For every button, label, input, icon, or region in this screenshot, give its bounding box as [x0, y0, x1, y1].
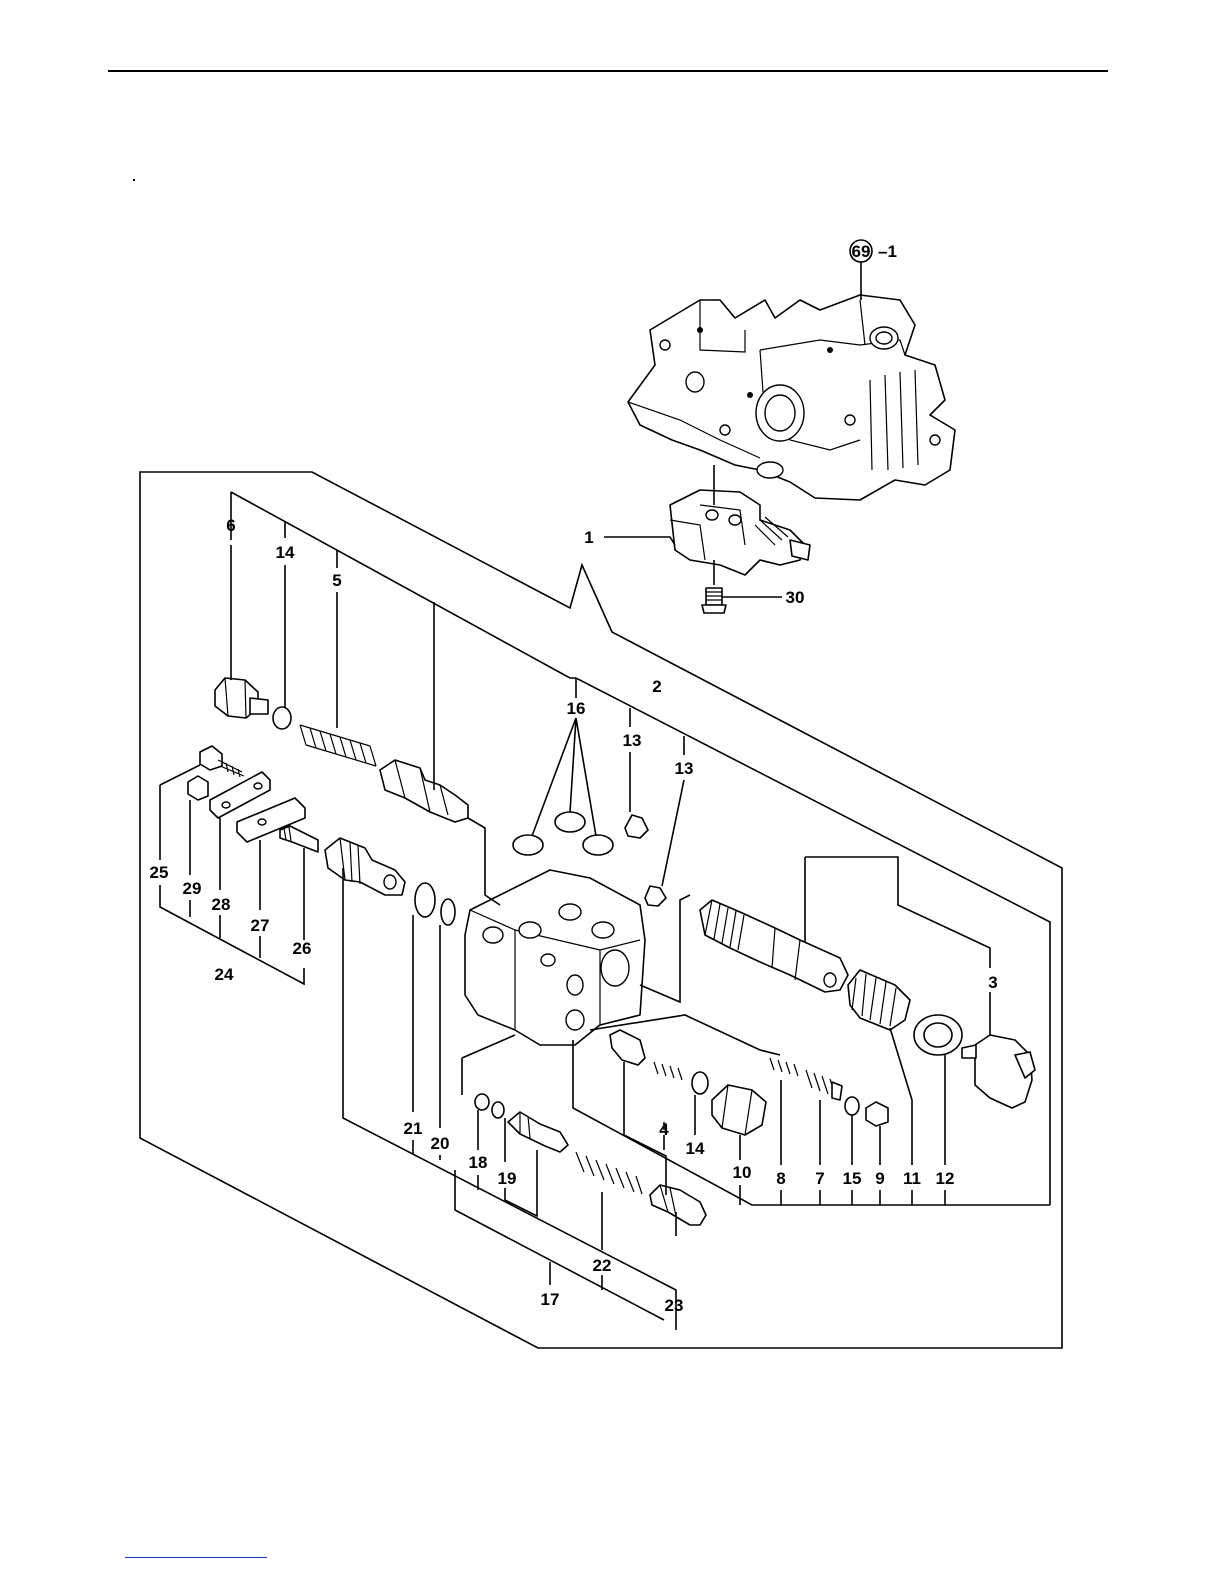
plate-28 [210, 772, 270, 818]
bolt-25 [200, 746, 244, 777]
callout-27: 27 [251, 916, 270, 935]
plug-13b [645, 886, 666, 906]
callout-29: 29 [183, 879, 202, 898]
plug-13a [625, 815, 648, 838]
housing-assembly [628, 295, 955, 500]
plug-23 [650, 1185, 706, 1225]
washer-18 [475, 1094, 489, 1110]
o-ring-21 [415, 883, 435, 917]
callout-25: 25 [150, 863, 169, 882]
callout-16: 16 [567, 699, 586, 718]
callout-14b: 14 [686, 1139, 705, 1158]
valve-body [465, 870, 645, 1045]
spring-4 [654, 1062, 682, 1080]
o-ring-16c [583, 835, 613, 855]
callout-19: 19 [498, 1169, 517, 1188]
spool-left [380, 760, 468, 822]
callout-13b: 13 [675, 759, 694, 778]
callout-12: 12 [936, 1169, 955, 1188]
cap-12 [914, 1015, 962, 1055]
piston [610, 1030, 645, 1065]
callout-22: 22 [593, 1256, 612, 1275]
callout-20: 20 [431, 1134, 450, 1153]
callout-24: 24 [215, 965, 234, 984]
callout-17: 17 [541, 1290, 560, 1309]
spool-right [700, 900, 848, 992]
o-ring-14-left [273, 707, 291, 729]
callout-8: 8 [776, 1169, 785, 1188]
callout-9: 9 [875, 1169, 884, 1188]
o-ring-16a [513, 835, 543, 855]
callout-13a: 13 [623, 731, 642, 750]
callout-28: 28 [212, 895, 231, 914]
nut-29 [188, 776, 208, 800]
callout-3: 3 [988, 973, 997, 992]
callout-26: 26 [293, 939, 312, 958]
o-ring-20 [441, 899, 455, 925]
callout-1: 1 [584, 528, 593, 547]
callout-5: 5 [332, 571, 341, 590]
plug-6 [215, 678, 268, 718]
reference-suffix: –1 [878, 242, 897, 261]
callout-15: 15 [843, 1169, 862, 1188]
callout-10: 10 [733, 1163, 752, 1182]
bellows-11 [848, 970, 910, 1030]
callout-11: 11 [903, 1169, 921, 1188]
callout-21: 21 [404, 1119, 423, 1138]
o-ring-14-right [692, 1072, 708, 1094]
callout-7: 7 [815, 1169, 824, 1188]
callout-30: 30 [786, 588, 805, 607]
spring-5 [300, 725, 376, 766]
callout-6: 6 [226, 516, 235, 535]
callout-14a: 14 [276, 543, 295, 562]
poppet [508, 1112, 568, 1152]
plug-10 [712, 1085, 766, 1135]
callout-23: 23 [665, 1296, 684, 1315]
callout-18: 18 [469, 1153, 488, 1172]
o-ring-16b [555, 812, 585, 832]
valve-spool-17 [325, 838, 405, 895]
o-ring-15 [845, 1097, 859, 1115]
spring-7 [806, 1070, 842, 1100]
end-cap-3 [962, 1035, 1035, 1108]
spring-22 [576, 1152, 642, 1194]
reference-number: 69 [852, 242, 871, 261]
callout-2: 2 [652, 677, 661, 696]
o-ring-19 [492, 1102, 504, 1118]
callout-4: 4 [659, 1120, 669, 1139]
spring-8 [770, 1058, 798, 1076]
pin-26 [280, 826, 318, 852]
plug-9 [866, 1102, 888, 1126]
